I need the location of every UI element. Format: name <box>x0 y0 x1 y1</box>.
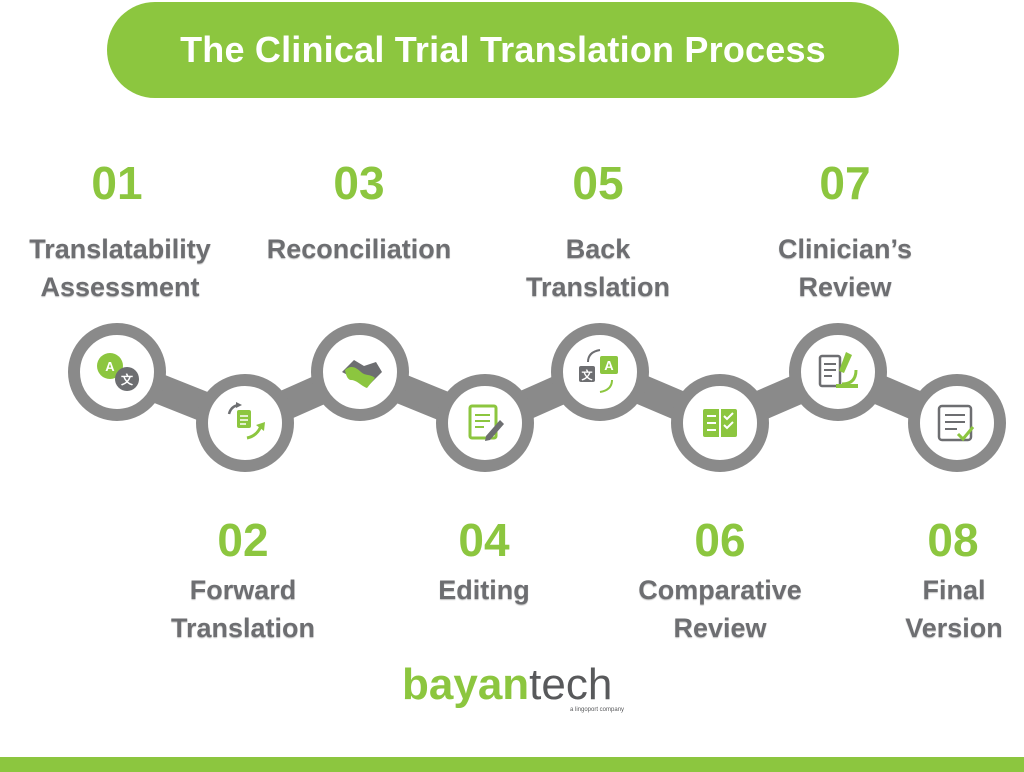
step-8-label: Final Version <box>905 575 1003 643</box>
svg-text:文: 文 <box>121 372 134 387</box>
document-arrows-icon <box>227 402 265 440</box>
svg-text:A: A <box>105 359 115 374</box>
step-6-node <box>671 374 769 472</box>
step-5-node: 文 A <box>551 323 649 421</box>
step-2-label: Forward Translation <box>170 575 316 643</box>
step-6-label: Comparative Review <box>638 575 802 643</box>
step-7-number: 07 <box>819 157 871 209</box>
step-4-label: Editing <box>438 575 530 605</box>
step-3-number: 03 <box>333 157 385 209</box>
logo-bayan: bayan <box>402 660 530 709</box>
bottom-accent-bar <box>0 757 1024 772</box>
svg-text:文: 文 <box>582 368 594 382</box>
step-3-node <box>311 323 409 421</box>
checklist-book-icon <box>703 409 737 437</box>
step-3-label: Reconciliation <box>266 234 452 264</box>
logo-tech: tech <box>529 660 613 709</box>
step-1-number: 01 <box>91 157 143 209</box>
step-2-node <box>196 374 294 472</box>
step-8-number: 08 <box>927 514 979 566</box>
step-5-number: 05 <box>572 157 624 209</box>
microscope-report-icon <box>818 352 858 388</box>
step-7-label: Clinician’s Review <box>777 234 913 302</box>
step-4-node <box>436 374 534 472</box>
step-7-node <box>789 323 887 421</box>
step-1-label: Translatability Assessment <box>29 234 211 302</box>
handshake-icon <box>342 360 382 388</box>
translate-cycle-icon: 文 A <box>579 349 618 393</box>
bayantech-logo: bayantech a lingoport company <box>402 660 632 720</box>
step-6-number: 06 <box>694 514 746 566</box>
edit-document-icon <box>468 404 504 441</box>
step-5-label: Back Translation <box>525 234 671 302</box>
translation-chat-icon: A 文 <box>97 353 139 391</box>
svg-text:A: A <box>604 358 614 373</box>
title-banner: The Clinical Trial Translation Process <box>107 2 899 98</box>
step-2-number: 02 <box>217 514 269 566</box>
logo-tagline: a lingoport company <box>570 707 625 713</box>
checklist-icon <box>937 404 975 442</box>
step-4-number: 04 <box>458 514 510 566</box>
step-8-node <box>908 374 1006 472</box>
step-1-node: A 文 <box>68 323 166 421</box>
page-title: The Clinical Trial Translation Process <box>180 29 826 70</box>
